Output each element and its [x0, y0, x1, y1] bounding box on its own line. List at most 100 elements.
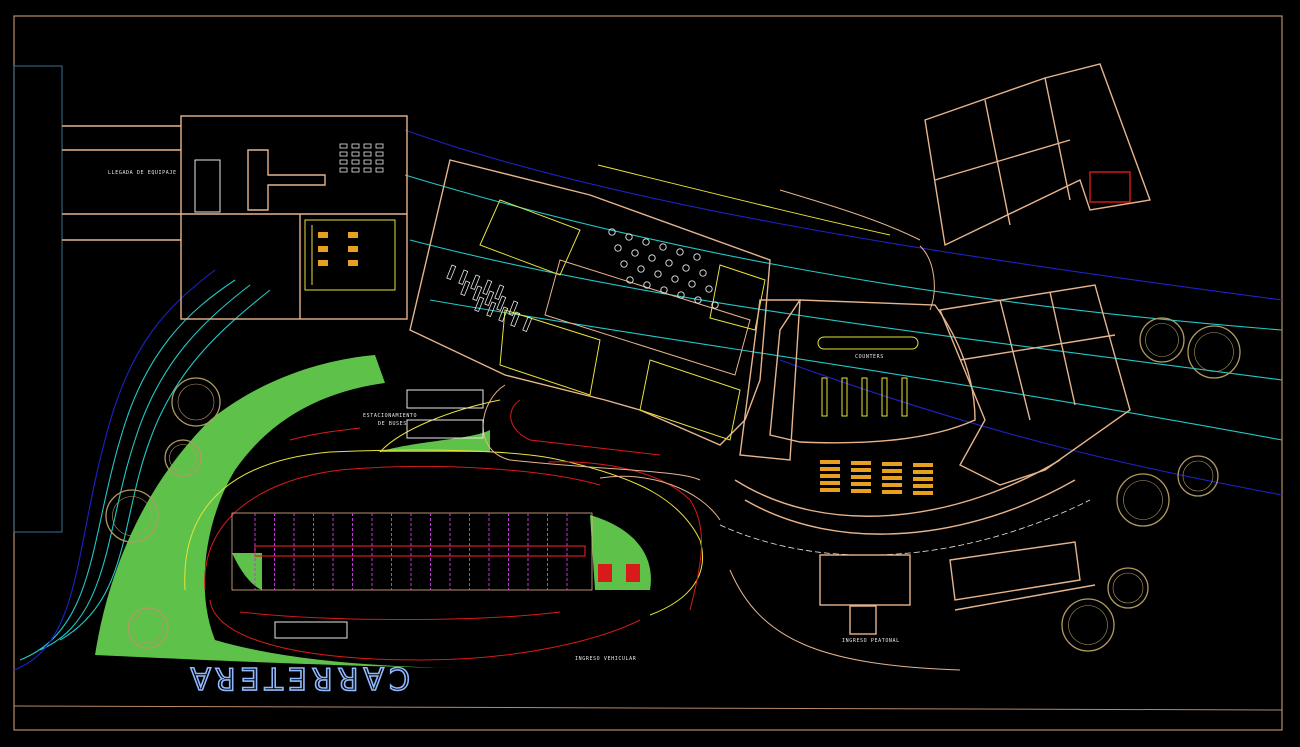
hall-seat [882, 462, 902, 466]
tree [1061, 598, 1115, 652]
hall-seat [882, 490, 902, 494]
central-building [409, 159, 771, 446]
vehicle-entry-label: INGRESO VEHICULAR [575, 656, 637, 662]
tree-canopy [132, 612, 164, 644]
road-edge-line [13, 705, 1283, 711]
counter-chair [318, 260, 328, 266]
bus-parking-label-2: DE BUSES [378, 421, 407, 427]
hall-seat [913, 463, 933, 467]
counter-desks [821, 377, 908, 417]
table [660, 286, 668, 294]
bench [484, 290, 495, 306]
pedestrian-entry-label: INGRESO PEATONAL [842, 638, 900, 644]
tree-canopy [112, 496, 152, 536]
seat [339, 159, 348, 165]
landscaped-strip [378, 430, 490, 452]
hall-seat [882, 469, 902, 473]
seat [339, 151, 348, 157]
bus-parking-label-1: ESTACIONAMIENTO [363, 413, 417, 419]
counter-desk [901, 377, 908, 417]
table [694, 296, 702, 304]
tree-canopy [1145, 323, 1179, 357]
seat [363, 159, 372, 165]
road-label: CARRETERA [185, 660, 410, 695]
seat [351, 151, 360, 157]
main-hall [719, 299, 1096, 635]
seat [375, 167, 384, 173]
food-court-tables [608, 228, 719, 309]
table [705, 285, 713, 293]
hall-seat [820, 481, 840, 485]
tree [105, 489, 159, 543]
table [626, 276, 634, 284]
seat [351, 159, 360, 165]
table [637, 265, 645, 273]
table [671, 275, 679, 283]
hall-waiting-seats [820, 460, 933, 495]
table [693, 253, 701, 261]
counter-chair [318, 232, 328, 238]
tree-canopy [177, 383, 215, 421]
counter-desk [821, 377, 828, 417]
left-building [62, 115, 408, 320]
hall-seat [913, 484, 933, 488]
bench [458, 269, 469, 285]
counter-desk [861, 377, 868, 417]
bench [496, 295, 507, 311]
bench [446, 264, 457, 280]
hall-seat [851, 482, 871, 486]
bench [486, 301, 497, 317]
bench [522, 316, 533, 332]
landscaped-corner [232, 553, 262, 590]
bench [470, 274, 481, 290]
left-margin-box [13, 65, 63, 533]
hall-seat [913, 470, 933, 474]
table [642, 238, 650, 246]
luggage-arrival-label: LLEGADA DE EQUIPAJE [108, 170, 177, 176]
tree [171, 377, 221, 427]
counters-label: COUNTERS [855, 354, 884, 360]
tree [1139, 317, 1185, 363]
bench [508, 300, 519, 316]
tree [164, 439, 202, 477]
table [682, 264, 690, 272]
tree [127, 607, 169, 649]
table [688, 280, 696, 288]
table [631, 249, 639, 257]
seat [339, 167, 348, 173]
tree-canopy [1068, 605, 1108, 645]
hall-seat [882, 476, 902, 480]
hall-seat [820, 467, 840, 471]
bench [472, 285, 483, 301]
tree [1177, 455, 1219, 497]
bench [482, 279, 493, 295]
table [620, 260, 628, 268]
seat [375, 151, 384, 157]
bench [474, 296, 485, 312]
counter-desk [881, 377, 888, 417]
counter-chair [348, 232, 358, 238]
counter-chair [318, 246, 328, 252]
trees [105, 317, 1241, 652]
tree [1116, 473, 1170, 527]
seat [363, 167, 372, 173]
seat [339, 143, 348, 149]
waiting-area-chairs [446, 264, 533, 332]
hall-seat [913, 477, 933, 481]
hall-seat [820, 474, 840, 478]
seat [351, 167, 360, 173]
table [677, 291, 685, 299]
table [648, 254, 656, 262]
hall-seat [851, 489, 871, 493]
seat [363, 151, 372, 157]
seat [375, 159, 384, 165]
seat [351, 143, 360, 149]
hall-seat [851, 475, 871, 479]
tree-canopy [1182, 460, 1214, 492]
hall-seat [820, 460, 840, 464]
table [625, 233, 633, 241]
counter-chair [348, 260, 358, 266]
tree-canopy [169, 444, 197, 472]
hall-seat [851, 468, 871, 472]
counter-chair [348, 246, 358, 252]
